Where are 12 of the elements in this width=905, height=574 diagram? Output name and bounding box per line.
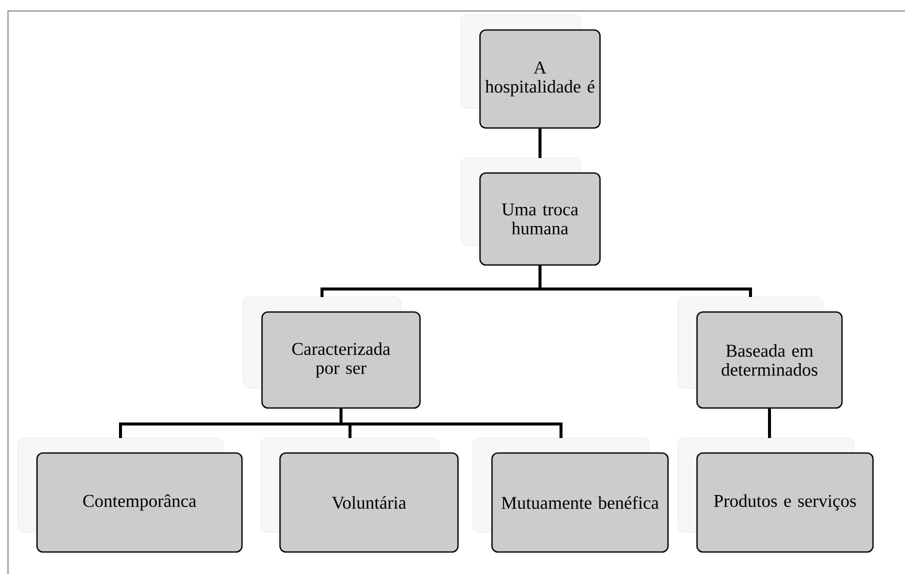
process-box: Mutuamente benéfica xyxy=(472,438,669,553)
process-box: Caracterizada por ser xyxy=(242,296,421,409)
process-box: Produtos e serviços xyxy=(678,438,874,553)
connector-line xyxy=(340,408,562,438)
process-box: Baseada em determinados xyxy=(678,296,843,409)
process-box: Voluntária xyxy=(260,438,459,553)
connector-line xyxy=(538,266,752,297)
process-box: A hospitalidade é xyxy=(460,14,601,129)
process-box: Uma troca humana xyxy=(460,158,601,266)
connector-line xyxy=(768,408,771,438)
connector-line xyxy=(538,128,542,158)
process-box: Contemporânca xyxy=(18,438,243,553)
